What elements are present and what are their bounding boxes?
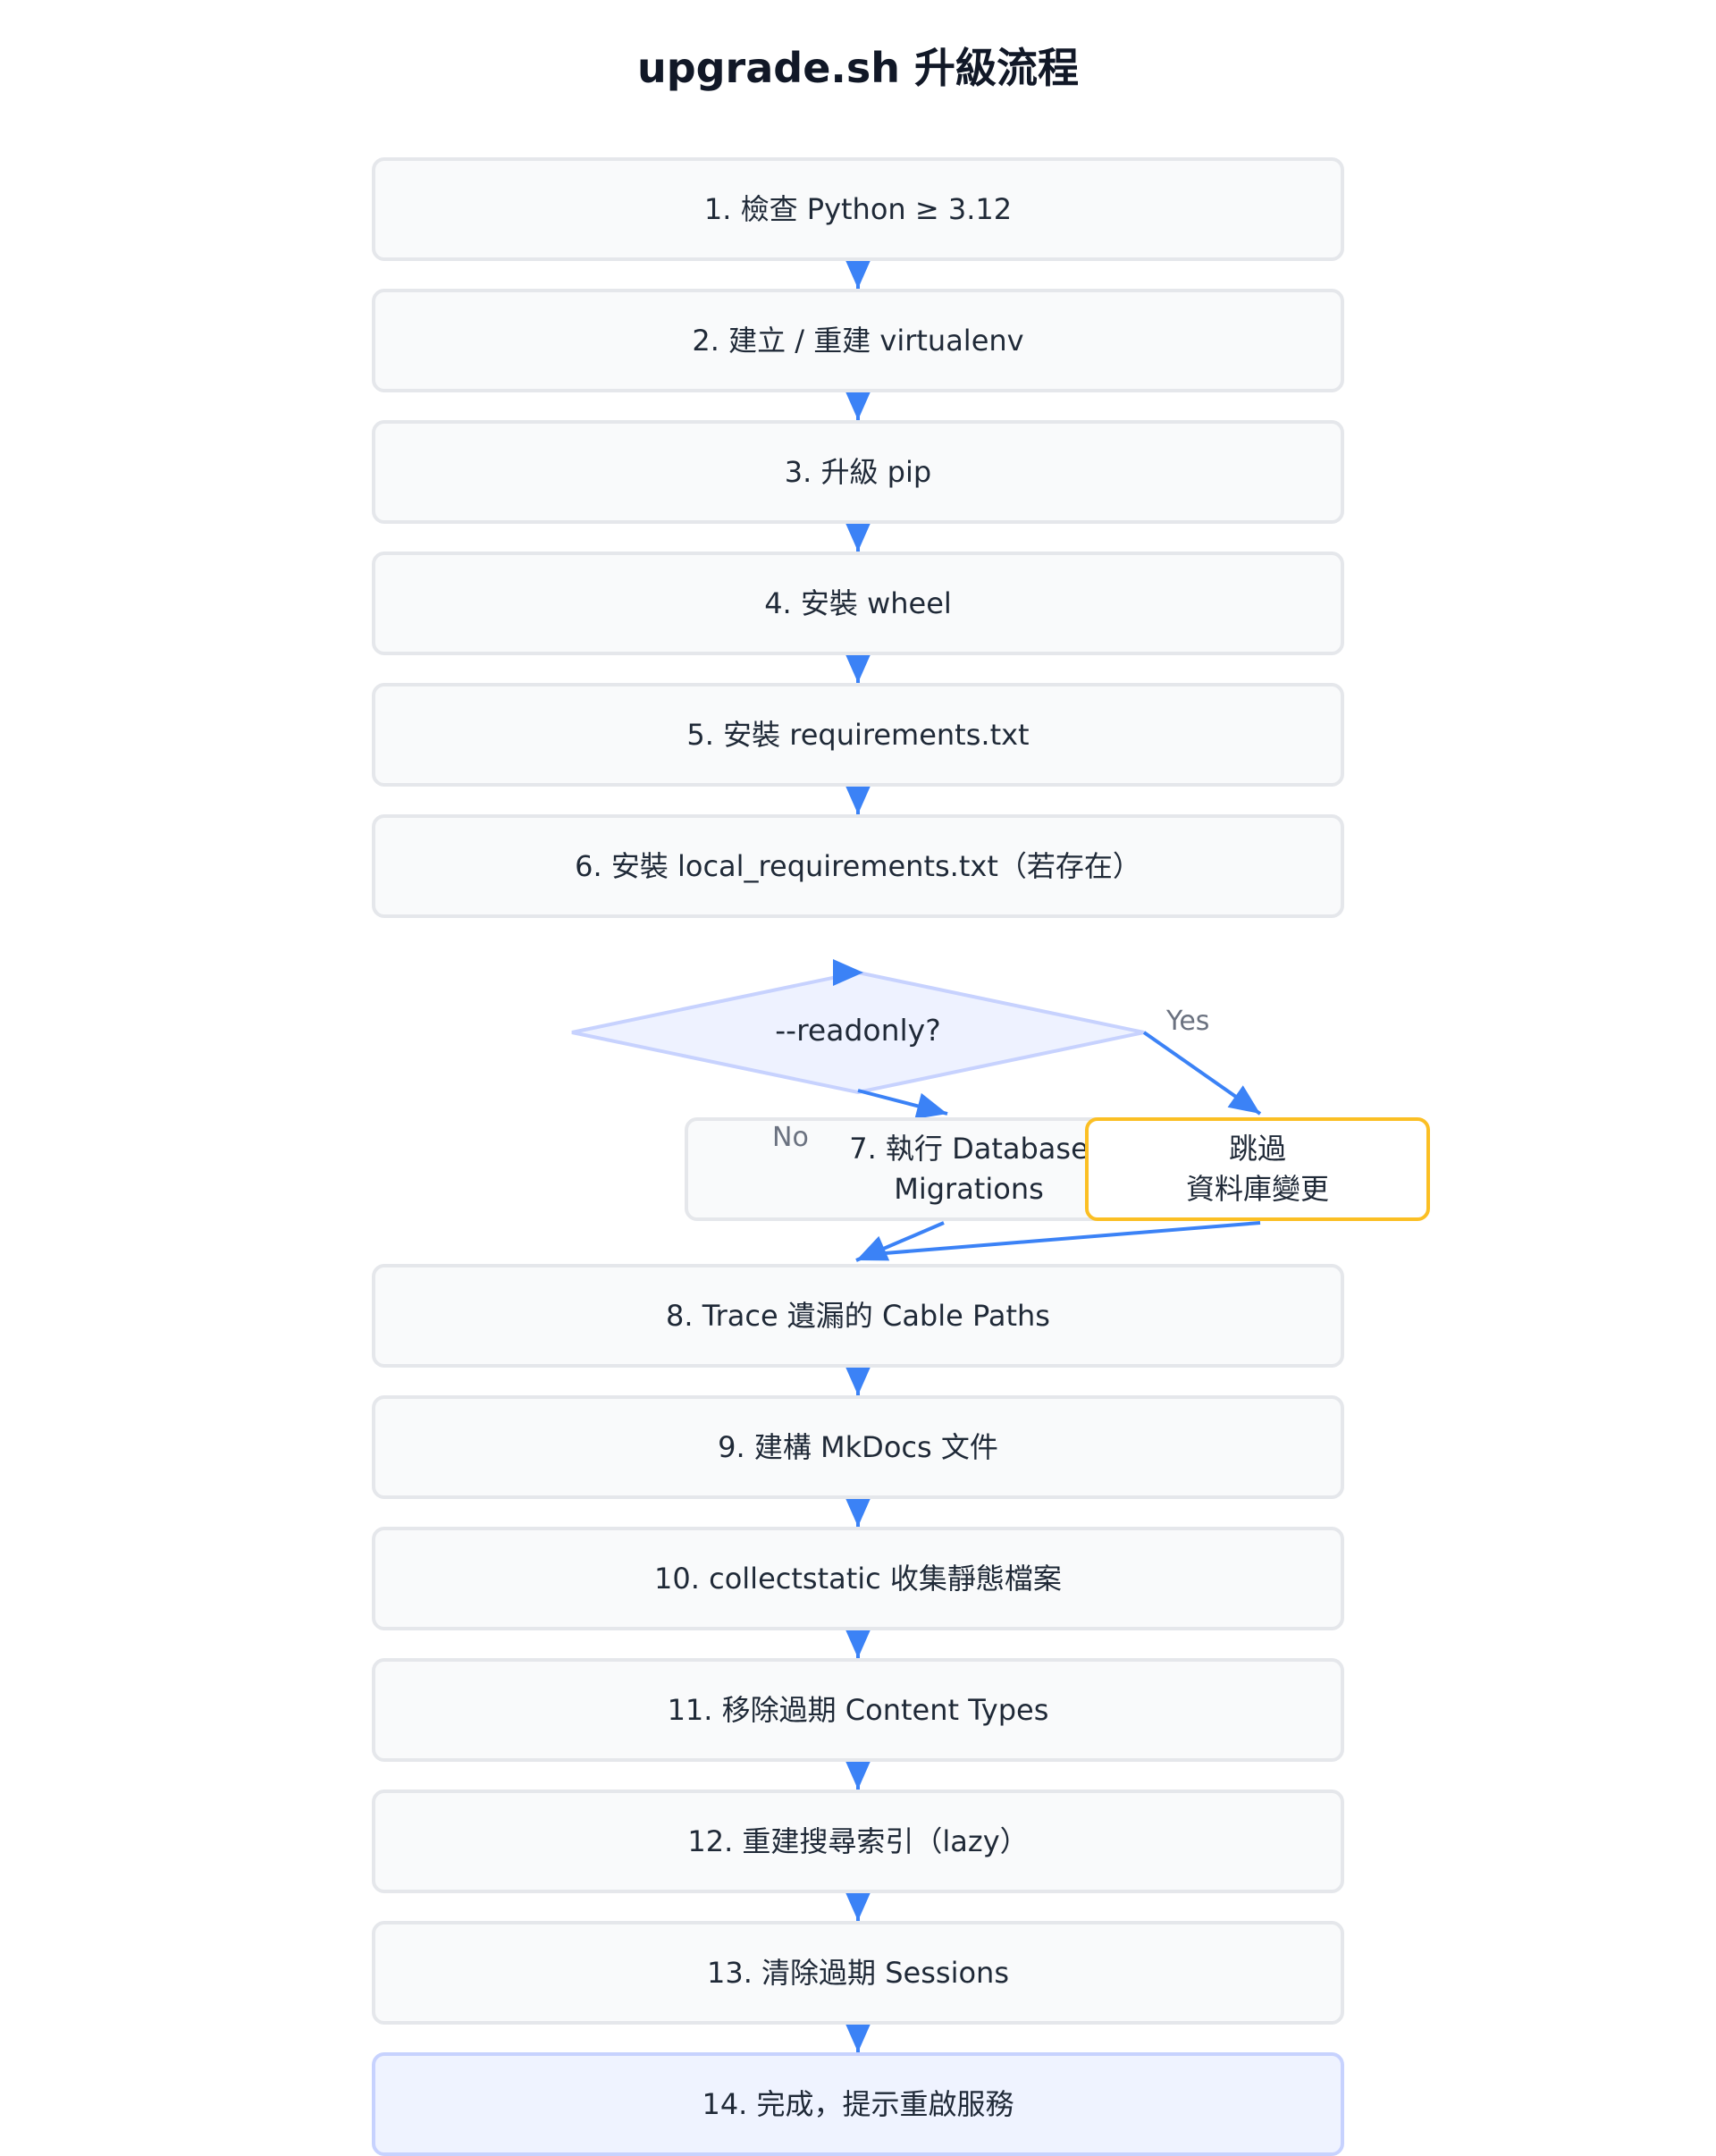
step-4-label: 4. 安裝 wheel — [764, 585, 952, 620]
yes-label: Yes — [1166, 1006, 1210, 1037]
step-11-box: 11. 移除過期 Content Types — [372, 1658, 1344, 1762]
arrowhead-26 — [1227, 1085, 1260, 1114]
skip-db-label: 跳過 資料庫變更 — [1185, 1132, 1329, 1206]
step-8-box: 8. Trace 遺漏的 Cable Paths — [372, 1264, 1344, 1368]
step-6-label: 6. 安裝 local_requirements.txt（若存在） — [575, 848, 1141, 883]
step-12-label: 12. 重建搜尋索引（lazy） — [687, 1823, 1029, 1858]
step-2-box: 2. 建立 / 重建 virtualenv — [372, 289, 1344, 392]
arrowhead-24 — [914, 1092, 947, 1119]
step-2-label: 2. 建立 / 重建 virtualenv — [692, 323, 1024, 358]
arrowhead-7 — [845, 653, 871, 683]
arrowhead-19 — [845, 1891, 871, 1921]
step-9-label: 9. 建構 MkDocs 文件 — [718, 1429, 998, 1464]
arrowhead-28 — [856, 1235, 890, 1261]
step-3-label: 3. 升級 pip — [784, 454, 932, 489]
decision-label: --readonly? — [775, 1013, 941, 1048]
step-10-label: 10. collectstatic 收集靜態檔案 — [654, 1561, 1062, 1596]
step-14-label: 14. 完成，提示重啟服務 — [702, 2086, 1014, 2121]
step-8-label: 8. Trace 遺漏的 Cable Paths — [666, 1298, 1050, 1333]
arrowhead-9 — [845, 784, 871, 814]
step-1-label: 1. 檢查 Python ≥ 3.12 — [703, 191, 1013, 226]
step-5-label: 5. 安裝 requirements.txt — [686, 717, 1030, 752]
step-12-box: 12. 重建搜尋索引（lazy） — [372, 1790, 1344, 1893]
step-4-box: 4. 安裝 wheel — [372, 552, 1344, 655]
step-13-box: 13. 清除過期 Sessions — [372, 1921, 1344, 2025]
arrowhead-5 — [845, 521, 871, 552]
step-11-label: 11. 移除過期 Content Types — [667, 1692, 1049, 1727]
page-title: upgrade.sh 升級流程 — [636, 44, 1080, 92]
arrowhead-1 — [845, 258, 871, 289]
arrowhead-13 — [845, 1496, 871, 1527]
step-9-box: 9. 建構 MkDocs 文件 — [372, 1395, 1344, 1499]
skip-db-box: 跳過 資料庫變更 — [1085, 1117, 1430, 1221]
migrations-box: 7. 執行 Database Migrations — [685, 1117, 1137, 1221]
step-3-box: 3. 升級 pip — [372, 420, 1344, 524]
no-label: No — [772, 1122, 809, 1153]
step-13-label: 13. 清除過期 Sessions — [706, 1955, 1009, 1990]
connector-line-29 — [884, 1221, 1261, 1255]
step-14-box: 14. 完成，提示重啟服務 — [372, 2052, 1344, 2156]
step-10-box: 10. collectstatic 收集靜態檔案 — [372, 1527, 1344, 1630]
migrations-label: 7. 執行 Database Migrations — [849, 1132, 1089, 1206]
arrowhead-22 — [833, 959, 863, 986]
arrowhead-11 — [845, 1365, 871, 1395]
step-6-box: 6. 安裝 local_requirements.txt（若存在） — [372, 814, 1344, 918]
step-5-box: 5. 安裝 requirements.txt — [372, 683, 1344, 787]
arrowhead-17 — [845, 1759, 871, 1790]
arrowhead-15 — [845, 1628, 871, 1658]
arrowhead-21 — [845, 2022, 871, 2052]
step-1-box: 1. 檢查 Python ≥ 3.12 — [372, 157, 1344, 261]
arrowhead-3 — [845, 390, 871, 420]
